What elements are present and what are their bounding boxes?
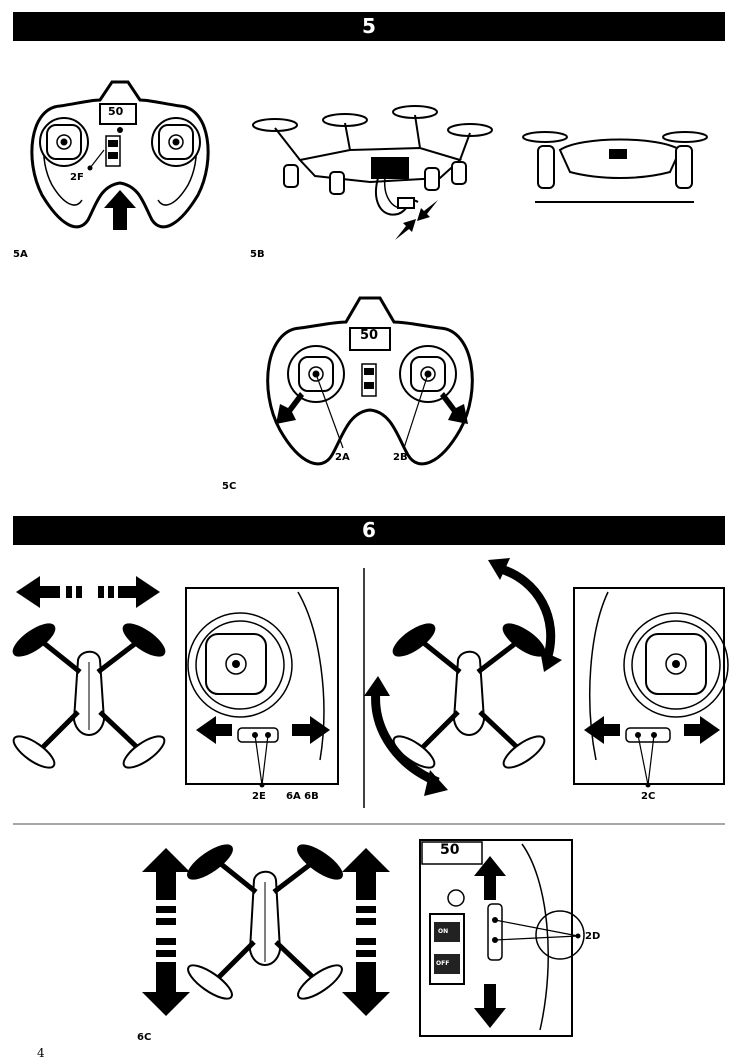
lcd-readout-5a: 50 bbox=[108, 105, 124, 118]
callout-2d: 2D bbox=[585, 931, 601, 942]
inset-6a-trim-buttons bbox=[185, 587, 339, 788]
figure-label-5b: 5B bbox=[250, 249, 265, 260]
throttle-down-arrow-icon bbox=[474, 984, 506, 1028]
callout-2e: 2E bbox=[252, 791, 266, 802]
figure-6b-drone-rotate bbox=[392, 623, 546, 769]
arrow-down-left-icon bbox=[276, 392, 304, 424]
arrow-left-icon bbox=[16, 576, 60, 608]
callout-2f: 2F bbox=[70, 172, 84, 183]
trim-left-arrow-icon bbox=[196, 716, 232, 744]
figure-5a-controller bbox=[30, 80, 210, 229]
inset-6b-trim-buttons bbox=[573, 587, 729, 788]
lcd-readout-6c: 50 bbox=[440, 842, 460, 858]
arrow-in-icon-2 bbox=[395, 219, 416, 240]
figure-6a-drone-topview bbox=[12, 623, 166, 769]
figure-label-5a: 5A bbox=[13, 249, 28, 260]
callout-2c: 2C bbox=[641, 791, 656, 802]
rotate-arc-bottom-icon bbox=[371, 689, 440, 787]
switch-on-label: ON bbox=[438, 928, 449, 935]
arrow-down-right-icon bbox=[440, 392, 468, 424]
section-6-number: 6 bbox=[362, 518, 376, 542]
trim-right-arrow-icon bbox=[292, 716, 330, 744]
figure-6c-altitude bbox=[142, 844, 390, 1016]
figure-label-5c: 5C bbox=[222, 481, 237, 492]
callout-2b: 2B bbox=[393, 452, 408, 463]
figure-5b-drone-battery bbox=[252, 105, 493, 216]
switch-off-label: OFF bbox=[436, 960, 450, 967]
figure-label-6c: 6C bbox=[137, 1032, 152, 1043]
throttle-up-arrow-icon bbox=[474, 856, 506, 900]
lcd-readout-5c: 50 bbox=[360, 328, 379, 343]
callout-6a-6b: 6A 6B bbox=[286, 791, 319, 802]
figure-5b-drone-side bbox=[522, 131, 708, 203]
up-arrow-icon bbox=[104, 190, 136, 230]
inset-6c-throttle-trim bbox=[419, 839, 585, 1037]
callout-2a: 2A bbox=[335, 452, 350, 463]
section-5-header: 5 bbox=[13, 12, 725, 41]
page-number: 4 bbox=[37, 1046, 45, 1060]
rotate-trim-right-arrow-icon bbox=[684, 716, 720, 744]
rotate-trim-left-arrow-icon bbox=[584, 716, 620, 744]
arrow-in-icon bbox=[417, 200, 438, 221]
arrow-right-icon bbox=[118, 576, 160, 608]
rotate-arc-top-icon bbox=[496, 563, 556, 658]
section-6-header: 6 bbox=[13, 516, 725, 545]
figure-5c-controller bbox=[266, 296, 474, 466]
section-5-number: 5 bbox=[362, 14, 376, 38]
